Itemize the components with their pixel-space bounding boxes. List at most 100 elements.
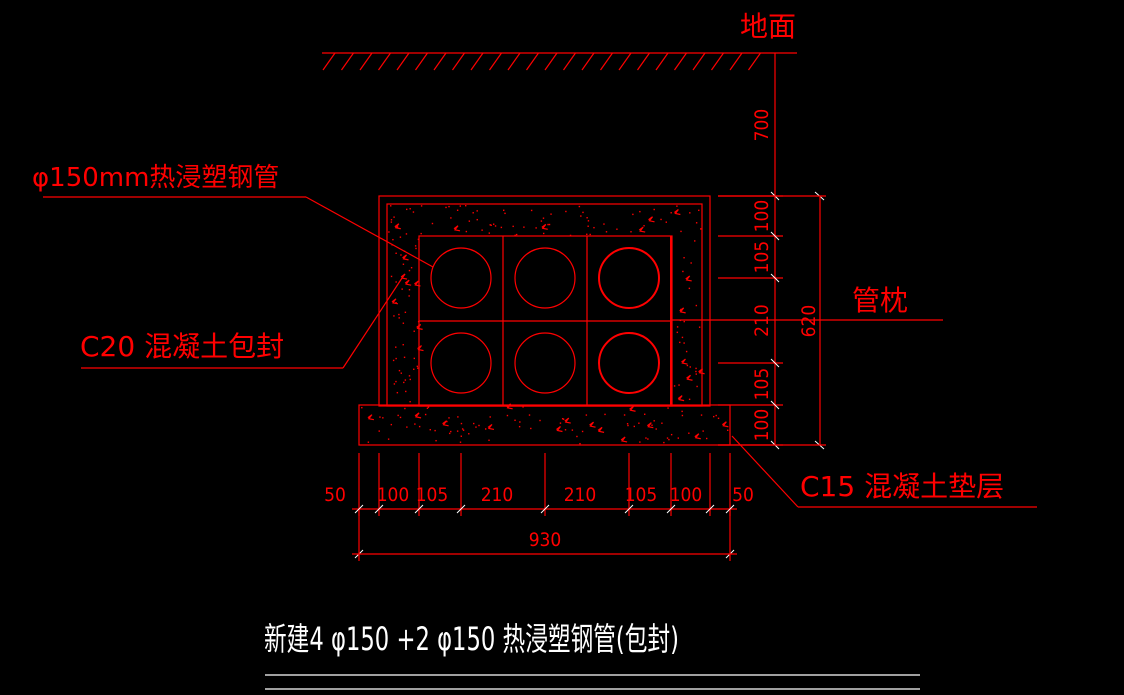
speck: [400, 372, 402, 374]
speck: [404, 379, 407, 381]
pipes: [430, 247, 660, 394]
speck: [403, 381, 405, 384]
speck: [367, 441, 370, 443]
speck: [639, 441, 641, 443]
speck: [395, 357, 397, 360]
pipe-pillow-grid: [418, 235, 673, 407]
aggregate-mark: [394, 223, 401, 230]
speck: [398, 369, 401, 372]
speck: [408, 289, 411, 291]
speck: [623, 414, 626, 416]
pillow-label: 管枕: [852, 284, 908, 317]
aggregate-mark: [453, 225, 461, 232]
hatch-stroke: [526, 52, 539, 71]
aggregate-mark: [541, 223, 548, 230]
dim-tick: [770, 358, 780, 368]
speck: [417, 367, 419, 369]
vertical-dim-text: 105: [751, 368, 773, 401]
speck: [604, 413, 606, 416]
speck: [429, 428, 431, 431]
speck: [395, 301, 397, 304]
speck: [665, 221, 667, 223]
speck: [476, 210, 478, 212]
encasement-outer: [378, 195, 711, 407]
speck: [403, 356, 406, 359]
speck: [695, 373, 697, 375]
speck: [670, 212, 672, 214]
horizontal-dim-text: 50: [732, 484, 754, 506]
speck: [655, 428, 657, 430]
speck: [713, 415, 715, 418]
aggregate-mark: [648, 216, 655, 223]
aggregate-mark: [402, 254, 409, 261]
speck: [653, 208, 655, 211]
speck: [398, 313, 400, 316]
dim-tick: [414, 504, 424, 514]
speck: [676, 205, 678, 207]
speck: [535, 227, 537, 229]
hatch-stroke: [378, 52, 391, 71]
aggregate-mark: [681, 358, 688, 365]
speck: [399, 236, 402, 238]
speck: [409, 208, 411, 210]
speck: [388, 231, 390, 233]
speck: [506, 414, 509, 417]
speck: [393, 315, 395, 317]
speck: [638, 422, 640, 424]
dim-tick: [666, 504, 676, 514]
speck: [420, 205, 423, 207]
speck: [450, 217, 452, 219]
speck: [504, 212, 506, 215]
speck: [696, 385, 698, 388]
aggregate-mark: [686, 374, 693, 381]
speck: [478, 424, 480, 427]
speck: [448, 417, 450, 419]
speck: [465, 205, 467, 207]
aggregate-mark: [638, 226, 646, 233]
speck: [548, 223, 551, 226]
speck: [603, 223, 605, 225]
speck: [448, 205, 450, 208]
speck: [465, 230, 468, 233]
vertical-dim-text: 100: [751, 200, 773, 233]
speck: [644, 413, 646, 415]
speck: [651, 424, 653, 426]
speck: [539, 419, 541, 422]
hatch-stroke: [507, 52, 521, 71]
speck: [413, 368, 415, 370]
speck: [415, 247, 417, 250]
speck: [399, 416, 402, 419]
horizontal-dim-text: 210: [481, 484, 514, 506]
speck: [472, 212, 474, 214]
aggregate-mark: [442, 420, 449, 427]
speck: [681, 410, 683, 413]
speck: [690, 262, 692, 264]
speck: [382, 417, 384, 419]
cushion-leader: [731, 435, 1037, 508]
speck: [673, 385, 676, 387]
speck: [468, 433, 470, 435]
hatch-stroke: [341, 52, 354, 71]
speck: [666, 437, 669, 439]
speck: [681, 336, 684, 339]
aggregate-mark: [506, 403, 513, 410]
aggregate-mark: [414, 280, 421, 287]
speck: [633, 425, 635, 428]
speck: [698, 209, 700, 212]
speck: [404, 407, 406, 410]
aggregate-mark: [597, 426, 605, 433]
speck: [426, 407, 429, 409]
speck: [689, 212, 691, 214]
dim-930: 930: [529, 529, 562, 551]
speck: [475, 426, 477, 428]
speck: [676, 326, 679, 328]
hatch-stroke: [563, 52, 576, 71]
hatch-stroke: [692, 52, 706, 71]
speck: [395, 346, 397, 348]
hatch-stroke: [396, 52, 410, 71]
speck: [413, 330, 415, 332]
speck: [528, 414, 531, 416]
encasement-leader: [81, 274, 405, 369]
speck: [587, 220, 590, 222]
speck: [417, 320, 420, 323]
